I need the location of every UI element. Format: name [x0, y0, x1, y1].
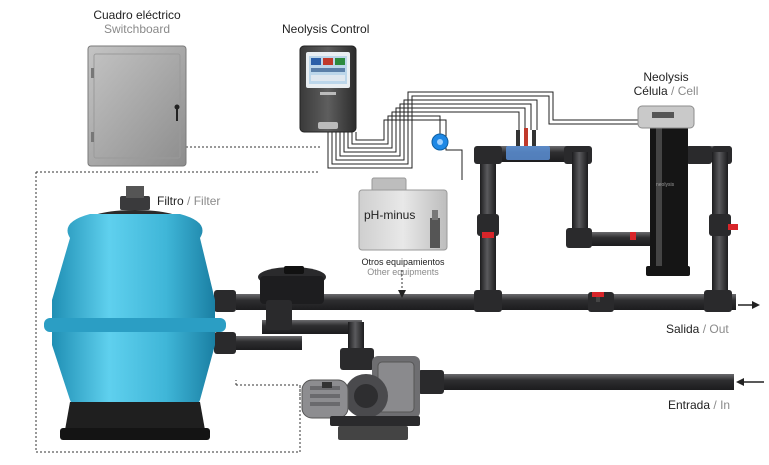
other-equipment-arrow-icon [398, 290, 406, 298]
outlet-label-es: Salida [666, 322, 700, 336]
control-cables [327, 91, 648, 180]
filter-label: Filtro / Filter [157, 194, 220, 208]
outlet-label: Salida / Out [666, 322, 729, 336]
control-label: Neolysis Control [282, 22, 370, 36]
inlet-label-es: Entrada [668, 398, 711, 412]
ball-valves [477, 214, 738, 302]
other-equipment-label: Otros equipamientos Other equipments [348, 257, 458, 277]
ph-minus-label: pH-minus [364, 208, 416, 222]
outlet-label-sep: / [702, 322, 707, 336]
inlet-label-en: In [720, 398, 731, 412]
sand-filter [44, 186, 226, 440]
switchboard-label: Cuadro eléctrico Switchboard [82, 8, 192, 36]
inlet-arrow-icon [736, 378, 744, 386]
cell-label: Neolysis Célula / Cell [616, 70, 716, 98]
switchboard-label-es: Cuadro eléctrico [93, 8, 181, 22]
cell-label-es: Célula [633, 84, 668, 98]
inlet-label: Entrada / In [668, 398, 730, 412]
neolysis-cell: neolysis [637, 105, 695, 276]
filter-label-es: Filtro [157, 194, 184, 208]
filter-label-sep: / [187, 194, 191, 208]
sensor-manifold [506, 128, 550, 160]
cell-label-en: Cell [677, 84, 699, 98]
switchboard-label-en: Switchboard [103, 22, 171, 36]
neolysis-control-unit [299, 45, 357, 133]
multiport-valve [258, 266, 326, 330]
inlet-label-sep: / [713, 398, 717, 412]
outlet-arrow-icon [752, 301, 760, 309]
flow-arrows [398, 290, 764, 386]
outlet-label-en: Out [709, 322, 729, 336]
other-equipment-label-es: Otros equipamientos [361, 257, 445, 267]
cell-label-title: Neolysis [643, 70, 689, 84]
pool-pump [301, 348, 420, 440]
other-equipment-label-en: Other equipments [367, 267, 439, 277]
ph-minus-tank [358, 177, 448, 251]
svg-text:neolysis: neolysis [656, 182, 675, 188]
filter-label-en: Filter [193, 194, 221, 208]
ph-probe [431, 133, 449, 151]
cell-label-sep: / [671, 84, 675, 98]
switchboard-cabinet [87, 45, 187, 167]
